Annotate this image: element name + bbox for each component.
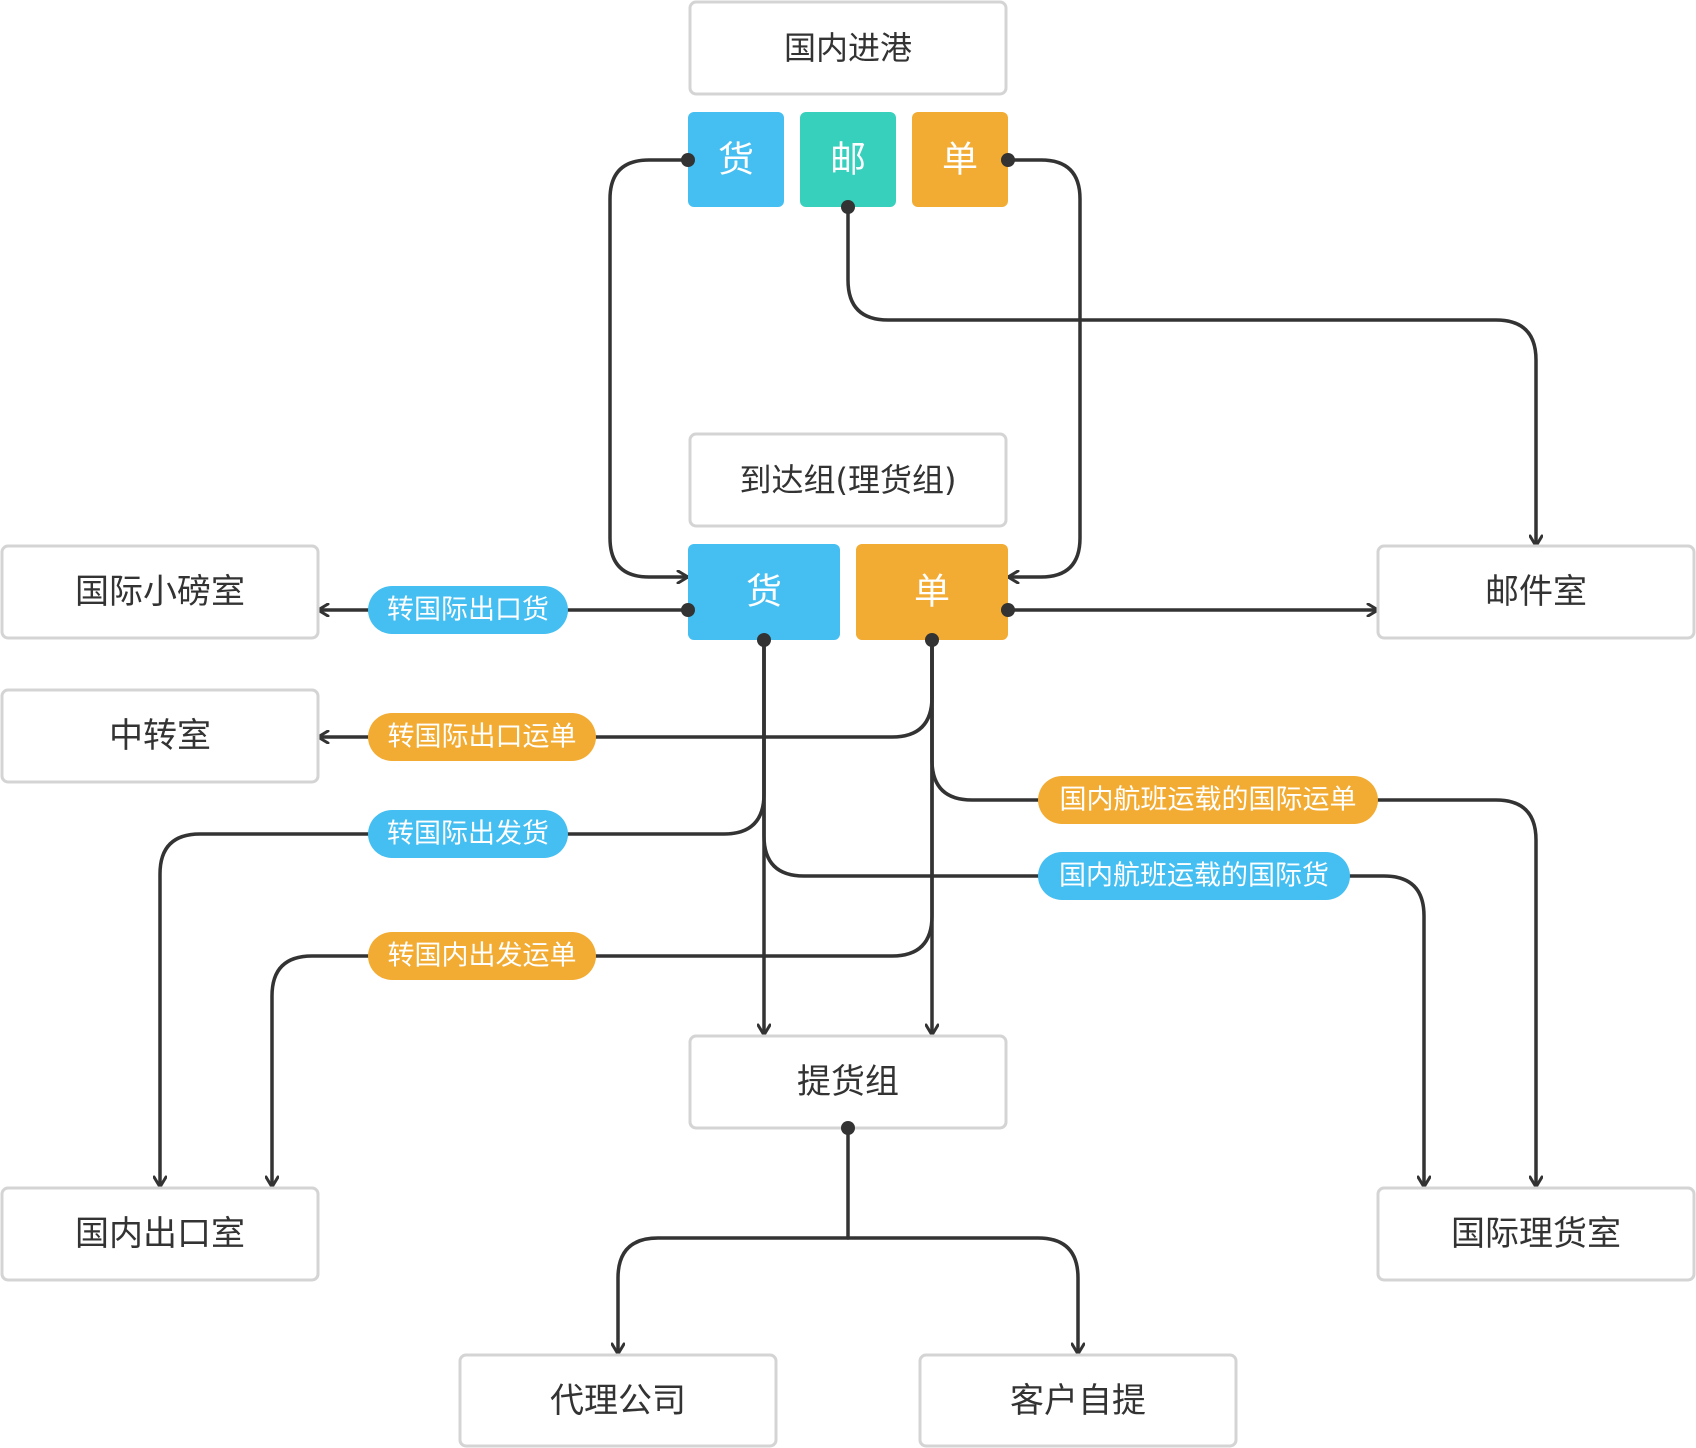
connector-pickup-to-agent-company [618,1126,850,1356]
connector-pickup-to-customer-self-pickup [846,1236,1078,1356]
edge-label-to-intl-export-cargo: 转国际出口货 [368,586,568,634]
node-pickup-group: 提货组 [688,1034,1008,1130]
node-domestic-export-room: 国内出口室 [0,1186,320,1282]
tile-arrival-cargo-label: 货 [746,572,782,613]
dot-arrival-cargo-left [681,603,695,617]
edge-label-to-intl-export-waybill: 转国际出口运单 [368,713,596,761]
node-mail-room: 邮件室 [1376,544,1696,640]
connector-arrival-waybill-to-intl-cargo-room [930,638,1536,1189]
node-customer-self-pickup-label: 客户自提 [1010,1381,1146,1421]
node-customer-self-pickup: 客户自提 [918,1353,1238,1448]
connector-inbound-cargo-to-arrival-cargo [608,158,690,577]
node-mail-room-label: 邮件室 [1485,572,1587,612]
tile-arrival-cargo: 货 [688,544,840,640]
node-intl-cargo-room: 国际理货室 [1376,1186,1696,1282]
tile-inbound-waybill-label: 单 [942,140,978,181]
tile-inbound-waybill: 单 [912,112,1008,207]
node-intl-small-scale-room: 国际小磅室 [0,544,320,640]
edge-label-to-intl-departure-cargo: 转国际出发货 [368,810,568,858]
dot-arrival-waybill-bottom [925,633,939,647]
node-intl-small-scale-room-label: 国际小磅室 [75,572,245,612]
edge-label-to-intl-departure-cargo-text: 转国际出发货 [387,819,549,850]
dot-arrival-waybill-right [1001,603,1015,617]
connector-arrival-waybill-to-domestic-export-room [272,638,934,1189]
dot-arrival-cargo-bottom [757,633,771,647]
node-pickup-group-label: 提货组 [797,1062,899,1102]
node-agent-company-label: 代理公司 [550,1381,686,1421]
dot-inbound-mail [841,200,855,214]
node-agent-company: 代理公司 [458,1353,778,1448]
edge-label-to-intl-export-waybill-text: 转国际出口运单 [388,722,577,753]
node-arrival-group-label: 到达组(理货组) [740,461,957,499]
connector-inbound-waybill-to-arrival-waybill [1006,158,1082,577]
tile-arrival-waybill: 单 [856,544,1008,640]
node-intl-cargo-room-label: 国际理货室 [1451,1214,1621,1254]
node-domestic-inbound-label: 国内进港 [784,29,912,67]
dot-inbound-waybill [1001,153,1015,167]
edge-label-domestic-flight-intl-cargo-text: 国内航班运载的国际货 [1059,861,1329,892]
dot-inbound-cargo [681,153,695,167]
node-transfer-room-label: 中转室 [109,716,211,756]
edge-label-domestic-flight-intl-cargo: 国内航班运载的国际货 [1038,852,1350,900]
tile-inbound-mail: 邮 [800,112,896,207]
node-transfer-room: 中转室 [0,688,320,784]
tile-inbound-mail-label: 邮 [830,140,866,181]
edge-label-domestic-flight-intl-waybill-text: 国内航班运载的国际运单 [1060,785,1357,816]
node-domestic-export-room-label: 国内出口室 [75,1214,245,1254]
connectors [160,158,1536,1356]
edge-label-to-intl-export-cargo-text: 转国际出口货 [387,595,549,626]
node-arrival-group: 到达组(理货组) [688,432,1008,528]
dot-pickup-group-bottom [841,1121,855,1135]
edge-label-domestic-flight-intl-waybill: 国内航班运载的国际运单 [1038,776,1378,824]
tile-inbound-cargo-label: 货 [718,140,754,181]
node-domestic-inbound: 国内进港 [688,0,1008,96]
tile-inbound-cargo: 货 [688,112,784,207]
connection-dots [681,153,1015,1135]
tile-arrival-waybill-label: 单 [914,572,950,613]
edge-label-to-domestic-departure-waybill-text: 转国内出发运单 [388,941,577,972]
edge-label-to-domestic-departure-waybill: 转国内出发运单 [368,932,596,980]
connector-inbound-mail-to-mail-room [846,205,1536,548]
